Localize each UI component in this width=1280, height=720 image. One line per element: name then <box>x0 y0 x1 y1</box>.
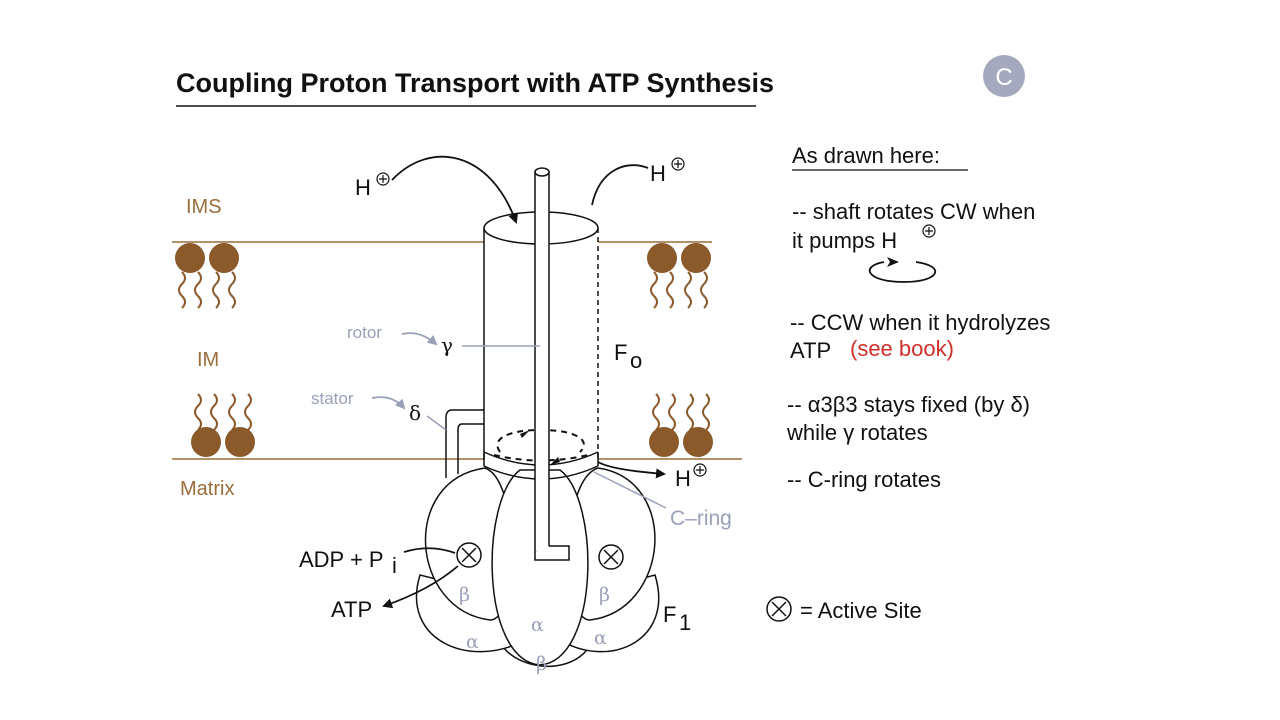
stator-arm <box>445 409 484 478</box>
c-ring-pointer <box>593 471 667 509</box>
rotor-label: rotor <box>347 323 382 342</box>
beta-right-label: β <box>599 584 610 606</box>
atp-label: ATP <box>331 597 372 622</box>
alpha-center-label: α <box>531 614 544 636</box>
note-1-h-plus-charge <box>922 224 936 238</box>
svg-text:1: 1 <box>679 610 691 635</box>
note-1-line-1: -- shaft rotates CW when <box>792 199 1035 224</box>
lipid-group-bottom-right <box>649 393 713 457</box>
adp-pi-label: ADP + P i <box>299 547 397 578</box>
stator-label: stator <box>311 389 354 408</box>
gamma-label: γ <box>441 333 453 357</box>
note-2-see-book: (see book) <box>850 336 954 361</box>
lipid-group-bottom-left <box>191 393 255 457</box>
svg-text:F: F <box>663 602 676 627</box>
stator-arrow <box>371 396 406 410</box>
h-plus-top-right: H <box>650 157 685 186</box>
svg-text:F: F <box>614 340 627 365</box>
legend-text: = Active Site <box>800 598 922 623</box>
beta-bottom-label: β <box>536 653 547 675</box>
svg-text:C: C <box>995 64 1012 91</box>
page-title: Coupling Proton Transport with ATP Synth… <box>176 68 774 98</box>
lipid-group-top-right <box>647 243 711 309</box>
note-2-line-2: ATP <box>790 338 831 363</box>
proton-out-arrow <box>597 461 666 479</box>
h-plus-top-left: H <box>355 172 390 200</box>
h-plus-bottom: H <box>675 463 707 491</box>
gamma-shaft <box>534 167 570 561</box>
rotor-arrow <box>401 332 438 346</box>
note-3-line-2: while γ rotates <box>786 420 928 445</box>
alpha-left-label: α <box>466 631 479 653</box>
delta-label: δ <box>409 401 421 425</box>
svg-text:H: H <box>355 175 371 200</box>
label-ims: IMS <box>186 196 222 218</box>
f1-label: F 1 <box>663 602 691 635</box>
active-site-marker-right <box>598 544 624 570</box>
svg-text:ADP + P: ADP + P <box>299 547 384 572</box>
f1-head <box>415 467 660 668</box>
note-1-line-2: it pumps H <box>792 228 897 253</box>
label-matrix: Matrix <box>180 478 234 500</box>
fo-label: F o <box>614 340 642 373</box>
proton-in-arrow <box>391 155 518 224</box>
site-to-atp-arrow <box>382 565 459 609</box>
svg-text:H: H <box>650 161 666 186</box>
clockwise-rotation-icon <box>869 257 937 283</box>
note-3-line-1: -- α3β3 stays fixed (by δ) <box>787 392 1030 417</box>
lipid-group-top-left <box>175 243 239 309</box>
legend-active-site-icon <box>766 596 792 622</box>
notes-heading: As drawn here: <box>792 143 940 168</box>
proton-exit-line <box>591 164 649 206</box>
svg-text:H: H <box>675 466 691 491</box>
svg-text:o: o <box>630 348 642 373</box>
svg-text:i: i <box>392 553 397 578</box>
note-2-line-1: -- CCW when it hydrolyzes <box>790 310 1050 335</box>
c-ring-label: C–ring <box>670 507 732 530</box>
beta-left-label: β <box>459 584 470 606</box>
note-4: -- C-ring rotates <box>787 467 941 492</box>
active-site-legend: = Active Site <box>766 596 922 623</box>
active-site-marker-left <box>456 542 482 568</box>
section-badge: C <box>983 55 1025 97</box>
adp-to-site-line <box>403 547 456 554</box>
label-im: IM <box>197 349 219 371</box>
alpha-right-label: α <box>594 627 607 649</box>
delta-pointer <box>426 415 447 431</box>
